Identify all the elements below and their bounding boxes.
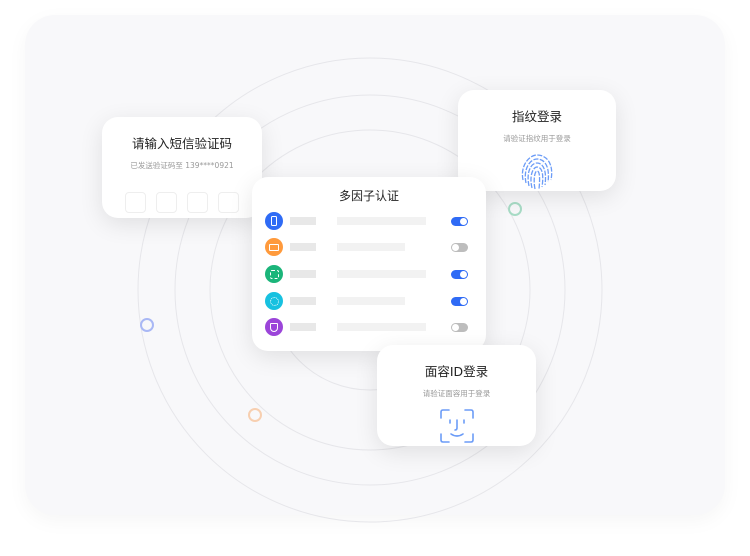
- mfa-row-mail: [265, 238, 468, 256]
- sms-title: 请输入短信验证码: [131, 136, 232, 151]
- mail-icon: [265, 238, 283, 256]
- sms-code-card: 请输入短信验证码 已发送验证码至 139****0921: [102, 117, 262, 218]
- mfa-row-shield: [265, 318, 468, 336]
- face-subtitle: 请验证面容用于登录: [422, 389, 491, 398]
- mfa-title: 多因子认证: [338, 189, 399, 203]
- decor-dot-green: [508, 202, 522, 216]
- fingerprint-icon: [265, 292, 283, 310]
- phone-toggle[interactable]: [451, 216, 468, 226]
- mfa-row-fingerprint: [265, 292, 468, 310]
- face-scan-icon: [265, 265, 283, 283]
- face-id-card: 面容ID登录 请验证面容用于登录: [377, 345, 536, 446]
- fingerprint-title: 指纹登录: [511, 109, 562, 124]
- shield-icon: [265, 318, 283, 336]
- code-input-1[interactable]: [125, 192, 146, 213]
- mfa-card: 多因子认证: [252, 177, 486, 351]
- phone-icon: [265, 212, 283, 230]
- code-input-3[interactable]: [187, 192, 208, 213]
- fingerprint-subtitle: 请验证指纹用于登录: [503, 134, 571, 143]
- sms-subtitle: 已发送验证码至 139****0921: [130, 161, 234, 170]
- fingerprint-icon[interactable]: [517, 152, 557, 192]
- fingerprint-card: 指纹登录 请验证指纹用于登录: [458, 90, 616, 191]
- mfa-row-phone: [265, 212, 468, 230]
- face-toggle[interactable]: [451, 269, 468, 279]
- mail-toggle[interactable]: [451, 242, 468, 252]
- face-id-icon[interactable]: [439, 408, 475, 444]
- face-title: 面容ID登录: [424, 364, 489, 379]
- decor-dot-blue: [140, 318, 154, 332]
- code-input-4[interactable]: [218, 192, 239, 213]
- fingerprint-toggle[interactable]: [451, 296, 468, 306]
- mfa-row-face: [265, 265, 468, 283]
- decor-dot-orange: [248, 408, 262, 422]
- shield-toggle[interactable]: [451, 322, 468, 332]
- code-input-2[interactable]: [156, 192, 177, 213]
